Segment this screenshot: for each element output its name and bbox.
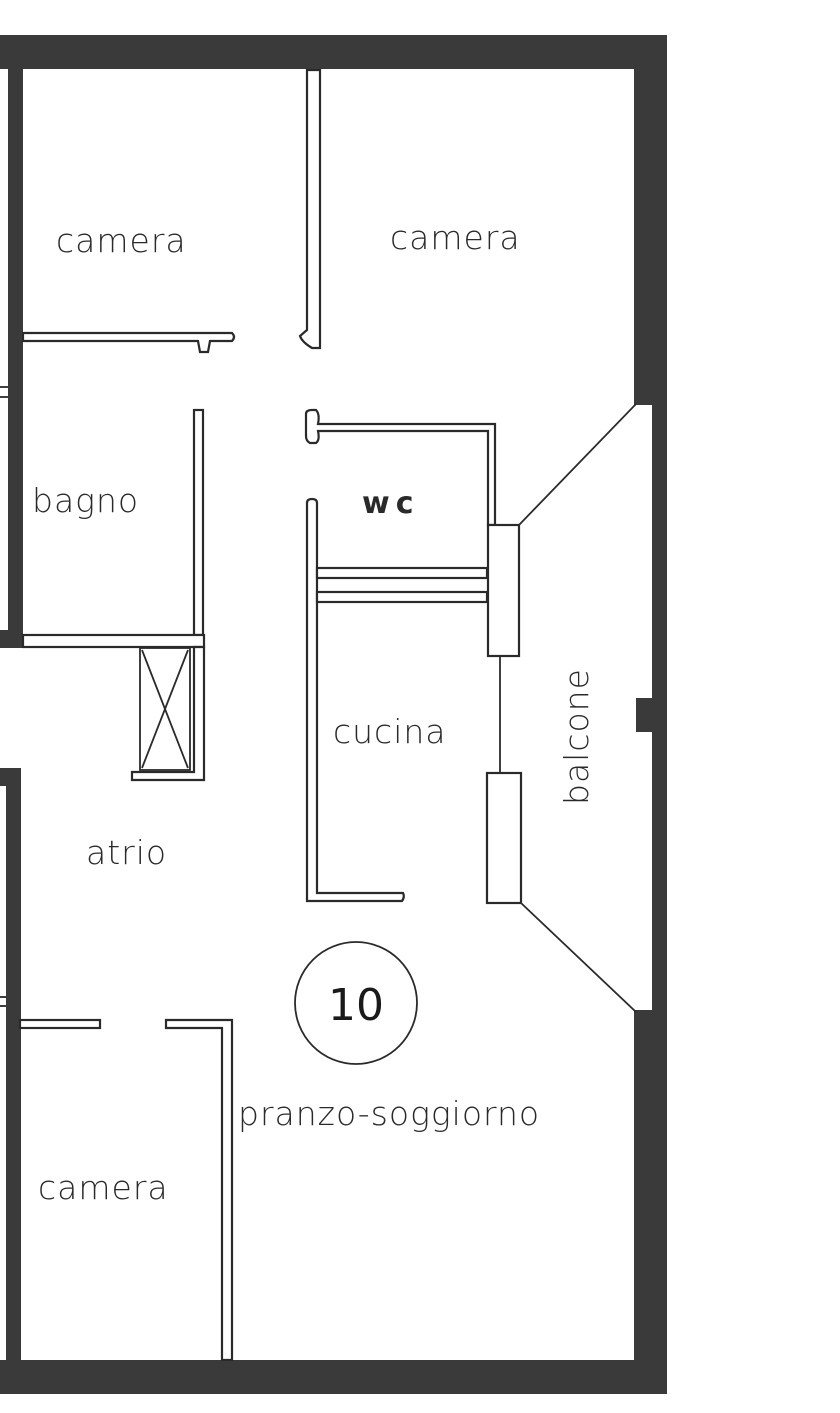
room-label-camera-ne: camera (390, 218, 521, 257)
partition-atrio-left (18, 1018, 102, 1030)
room-label-camera-nw: camera (56, 221, 187, 260)
bottom-wall (0, 1360, 667, 1394)
partition-shaft-wall (130, 645, 206, 782)
room-label-balcone: balcone (557, 668, 596, 805)
window-frame-upper (486, 523, 521, 658)
room-label-atrio: atrio (86, 833, 167, 872)
room-label-bagno: bagno (32, 481, 139, 520)
partition-wc-cucina-2 (315, 590, 489, 604)
left-wall-upper (8, 35, 23, 647)
room-label-cucina: cucina (333, 712, 447, 751)
exterior-walls (0, 35, 667, 1394)
room-label-camera-sw: camera (38, 1168, 169, 1207)
unit-number-badge: 10 (294, 941, 418, 1065)
room-label-pranzo-soggiorno: pranzo-soggiorno (238, 1094, 540, 1133)
left-wall-lower (6, 768, 21, 1394)
balcony-edge-upper (518, 403, 637, 526)
left-stub-mid (0, 630, 23, 648)
unit-number: 10 (328, 980, 384, 1031)
partition-wc-cucina-1 (315, 566, 489, 580)
balcony-edge-lower (520, 902, 637, 1013)
top-wall (0, 35, 667, 69)
partition-camera-divider (298, 68, 322, 350)
partition-cucina-left (305, 497, 405, 903)
partition-bagno-bottom (21, 633, 206, 649)
partition-camera-sw-right (164, 1018, 234, 1362)
room-label-wc: wc (362, 486, 420, 521)
window-frame-lower (485, 771, 523, 905)
balcony-frames (485, 403, 637, 1013)
partition-camera-nw-bottom (21, 331, 236, 354)
shaft-icon (139, 647, 191, 771)
left-stub-low (0, 768, 20, 786)
left-ticks (0, 386, 8, 1007)
right-wall-upper (634, 35, 667, 405)
partition-bagno-right (192, 408, 205, 637)
room-labels: camera camera bagno wc cucina balcone at… (32, 218, 596, 1207)
balcony-pier (636, 698, 656, 732)
right-wall-lower (634, 1010, 667, 1394)
interior-partitions (18, 68, 497, 1362)
right-wall-balcony (652, 400, 667, 1015)
